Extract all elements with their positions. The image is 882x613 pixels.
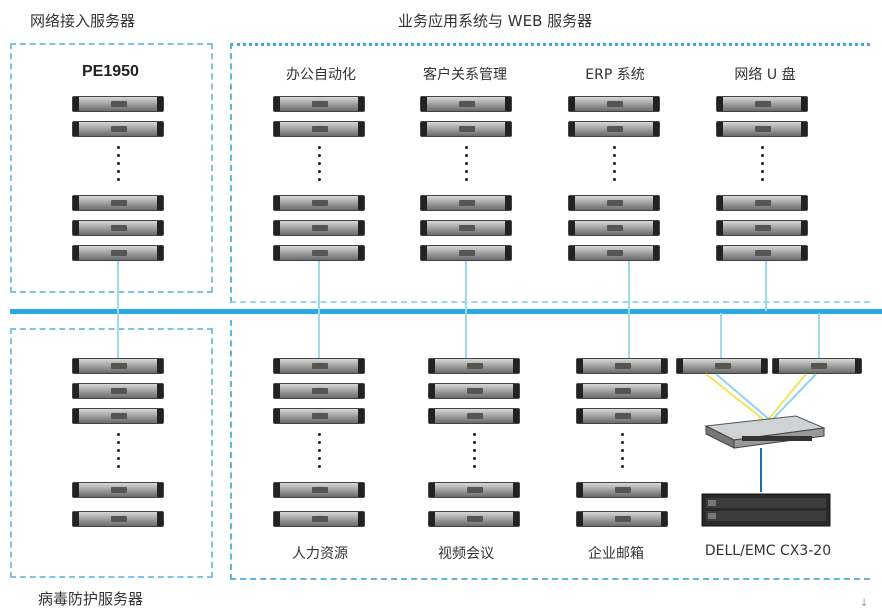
server-unit — [72, 220, 164, 236]
fc-cable — [771, 373, 817, 421]
continuation-dots — [317, 146, 321, 186]
server-unit — [273, 220, 365, 236]
server-unit — [273, 121, 365, 137]
server-unit — [273, 383, 365, 399]
server-unit — [72, 408, 164, 424]
server-unit — [568, 195, 660, 211]
link-line — [818, 313, 820, 358]
antivirus-server-frame — [10, 328, 213, 578]
server-unit — [568, 245, 660, 261]
server-unit — [576, 358, 668, 374]
server-unit — [716, 220, 808, 236]
server-unit — [576, 383, 668, 399]
server-unit — [72, 195, 164, 211]
fc-cable — [767, 373, 807, 421]
link-line — [465, 261, 467, 358]
server-unit — [72, 358, 164, 374]
server-unit — [716, 96, 808, 112]
storage-label: DELL/EMC CX3-20 — [704, 543, 832, 559]
continuation-dots — [472, 433, 476, 473]
continuation-dots — [620, 433, 624, 473]
server-unit — [568, 220, 660, 236]
server-unit — [420, 121, 512, 137]
continuation-dots — [317, 433, 321, 473]
link-line — [765, 261, 767, 311]
system-label-netdisk: 网络 U 盘 — [734, 67, 796, 83]
system-label-video: 视频会议 — [438, 546, 494, 562]
fc-cable — [705, 373, 765, 421]
server-unit — [568, 96, 660, 112]
storage-array-icon — [701, 493, 831, 527]
continuation-dots — [760, 146, 764, 186]
continuation-dots — [116, 433, 120, 473]
business-server-group-label: 业务应用系统与 WEB 服务器 — [398, 12, 593, 30]
server-unit — [420, 195, 512, 211]
server-unit — [72, 511, 164, 527]
server-unit — [428, 408, 520, 424]
server-unit — [72, 96, 164, 112]
server-unit — [72, 482, 164, 498]
server-unit — [273, 195, 365, 211]
server-unit — [273, 511, 365, 527]
access-server-frame — [10, 43, 213, 293]
server-unit — [273, 408, 365, 424]
business-server-frame-bottom — [230, 320, 870, 580]
continuation-dots — [612, 146, 616, 186]
network-backbone — [10, 309, 882, 314]
fibre-switch-icon — [704, 415, 826, 449]
server-unit — [273, 358, 365, 374]
storage-server-right — [772, 358, 862, 374]
server-unit — [428, 358, 520, 374]
business-server-frame-top — [230, 43, 870, 303]
server-unit — [576, 511, 668, 527]
server-unit — [428, 482, 520, 498]
server-unit — [420, 96, 512, 112]
server-unit — [568, 121, 660, 137]
corner-mark: ↓ — [860, 598, 869, 609]
server-unit — [716, 195, 808, 211]
server-unit — [420, 245, 512, 261]
access-server-group-label: 网络接入服务器 — [30, 12, 136, 30]
server-unit — [576, 482, 668, 498]
continuation-dots — [464, 146, 468, 186]
system-label-hr: 人力资源 — [292, 546, 348, 562]
link-line — [318, 261, 320, 358]
san-topology-graphic — [701, 373, 831, 527]
server-unit — [420, 220, 512, 236]
server-unit — [273, 482, 365, 498]
system-label-oa: 办公自动化 — [286, 67, 356, 83]
link-line — [117, 261, 119, 358]
link-line — [628, 261, 630, 358]
server-unit — [72, 121, 164, 137]
system-label-mail: 企业邮箱 — [588, 546, 644, 562]
link-line — [720, 313, 722, 358]
system-label-erp: ERP 系统 — [585, 67, 645, 83]
server-unit — [716, 121, 808, 137]
server-unit — [273, 245, 365, 261]
server-unit — [72, 383, 164, 399]
antivirus-server-group-label: 病毒防护服务器 — [38, 590, 144, 608]
server-unit — [273, 96, 365, 112]
storage-server-left — [676, 358, 768, 374]
server-unit — [716, 245, 808, 261]
continuation-dots — [116, 146, 120, 186]
fc-cable — [715, 373, 771, 421]
pe1950-label: PE1950 — [82, 63, 139, 80]
server-unit — [72, 245, 164, 261]
server-unit — [428, 383, 520, 399]
server-unit — [428, 511, 520, 527]
server-unit — [576, 408, 668, 424]
system-label-crm: 客户关系管理 — [423, 67, 507, 83]
